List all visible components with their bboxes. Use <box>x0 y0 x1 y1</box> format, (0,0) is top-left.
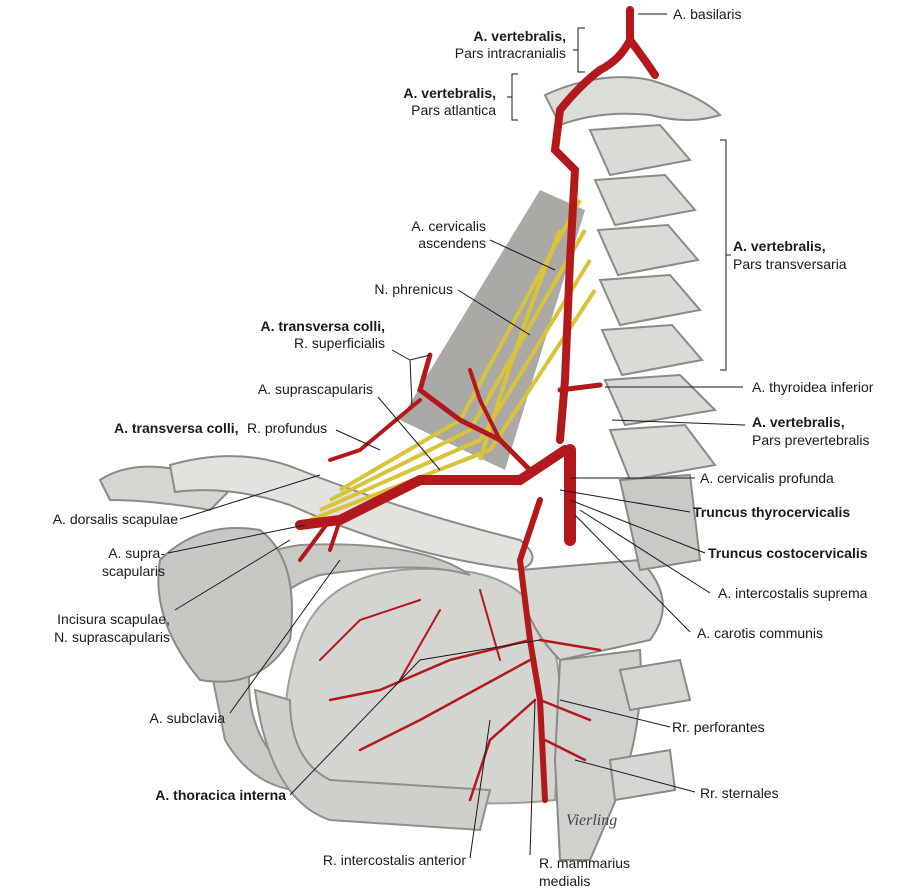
label-vertebralis-prevertebralis-sub: Pars prevertebralis <box>752 432 870 448</box>
label-transversa-colli-prof-sub: R. profundus <box>247 420 328 436</box>
scalene-muscle <box>400 190 585 470</box>
label-truncus-thyrocervicalis: Truncus thyrocervicalis <box>693 504 851 520</box>
label-supra-scapularis: A. supra- <box>108 545 165 561</box>
artist-signature: Vierling <box>566 812 618 829</box>
label-supra-scapularis-2: scapularis <box>101 563 165 579</box>
label-sternales: Rr. sternales <box>700 785 779 801</box>
label-cervicalis-ascendens: A. cervicalis <box>411 218 486 234</box>
label-dorsalis-scapulae: A. dorsalis scapulae <box>52 511 178 527</box>
label-vertebralis-transversaria: A. vertebralis, <box>733 238 826 254</box>
label-intercostalis-suprema: A. intercostalis suprema <box>718 585 868 601</box>
label-carotis-communis: A. carotis communis <box>697 625 824 641</box>
costal-cartilages <box>608 658 692 802</box>
label-subclavia: A. subclavia <box>149 710 225 726</box>
label-vertebralis-transversaria-sub: Pars transversaria <box>733 256 847 272</box>
label-vertebralis-intracranialis-sub: Pars intracranialis <box>454 45 566 61</box>
cervical-vertebrae <box>588 123 718 482</box>
label-perforantes: Rr. perforantes <box>672 719 765 735</box>
sternum <box>553 648 642 861</box>
label-basilaris: A. basilaris <box>673 6 742 22</box>
label-vertebralis-atlantica-sub: Pars atlantica <box>411 102 496 118</box>
label-thyroidea-inferior: A. thyroidea inferior <box>752 379 874 395</box>
arteries <box>295 6 659 803</box>
label-intercostalis-anterior: R. intercostalis anterior <box>322 852 466 868</box>
label-truncus-costocervicalis: Truncus costocervicalis <box>708 545 868 561</box>
label-cervicalis-ascendens-2: ascendens <box>418 235 486 251</box>
atlas <box>543 76 722 127</box>
label-transversa-colli-prof: A. transversa colli, <box>114 420 239 436</box>
label-incisura-scapulae: Incisura scapulae, <box>57 611 170 627</box>
label-mammarius-medialis: R. mammarius <box>539 855 631 871</box>
label-incisura-scapulae-2: N. suprascapularis <box>54 629 170 645</box>
label-mammarius-medialis-2: medialis <box>539 873 591 889</box>
label-cervicalis-profunda: A. cervicalis profunda <box>700 470 834 486</box>
leader-lines <box>167 13 746 859</box>
label-vertebralis-atlantica: A. vertebralis, <box>403 85 496 101</box>
label-transversa-colli-sup: A. transversa colli, <box>260 318 385 334</box>
label-vertebralis-prevertebralis: A. vertebralis, <box>752 414 845 430</box>
label-thoracica-interna: A. thoracica interna <box>155 787 286 803</box>
label-transversa-colli-sup-sub: R. superficialis <box>293 335 385 351</box>
pleural-dome <box>284 567 562 805</box>
label-suprascapularis: A. suprascapularis <box>257 381 373 397</box>
rib-second <box>253 688 492 832</box>
scapula <box>157 527 293 683</box>
label-phrenicus: N. phrenicus <box>374 281 453 297</box>
label-vertebralis-intracranialis: A. vertebralis, <box>473 28 566 44</box>
thoracic-spine <box>618 473 702 572</box>
